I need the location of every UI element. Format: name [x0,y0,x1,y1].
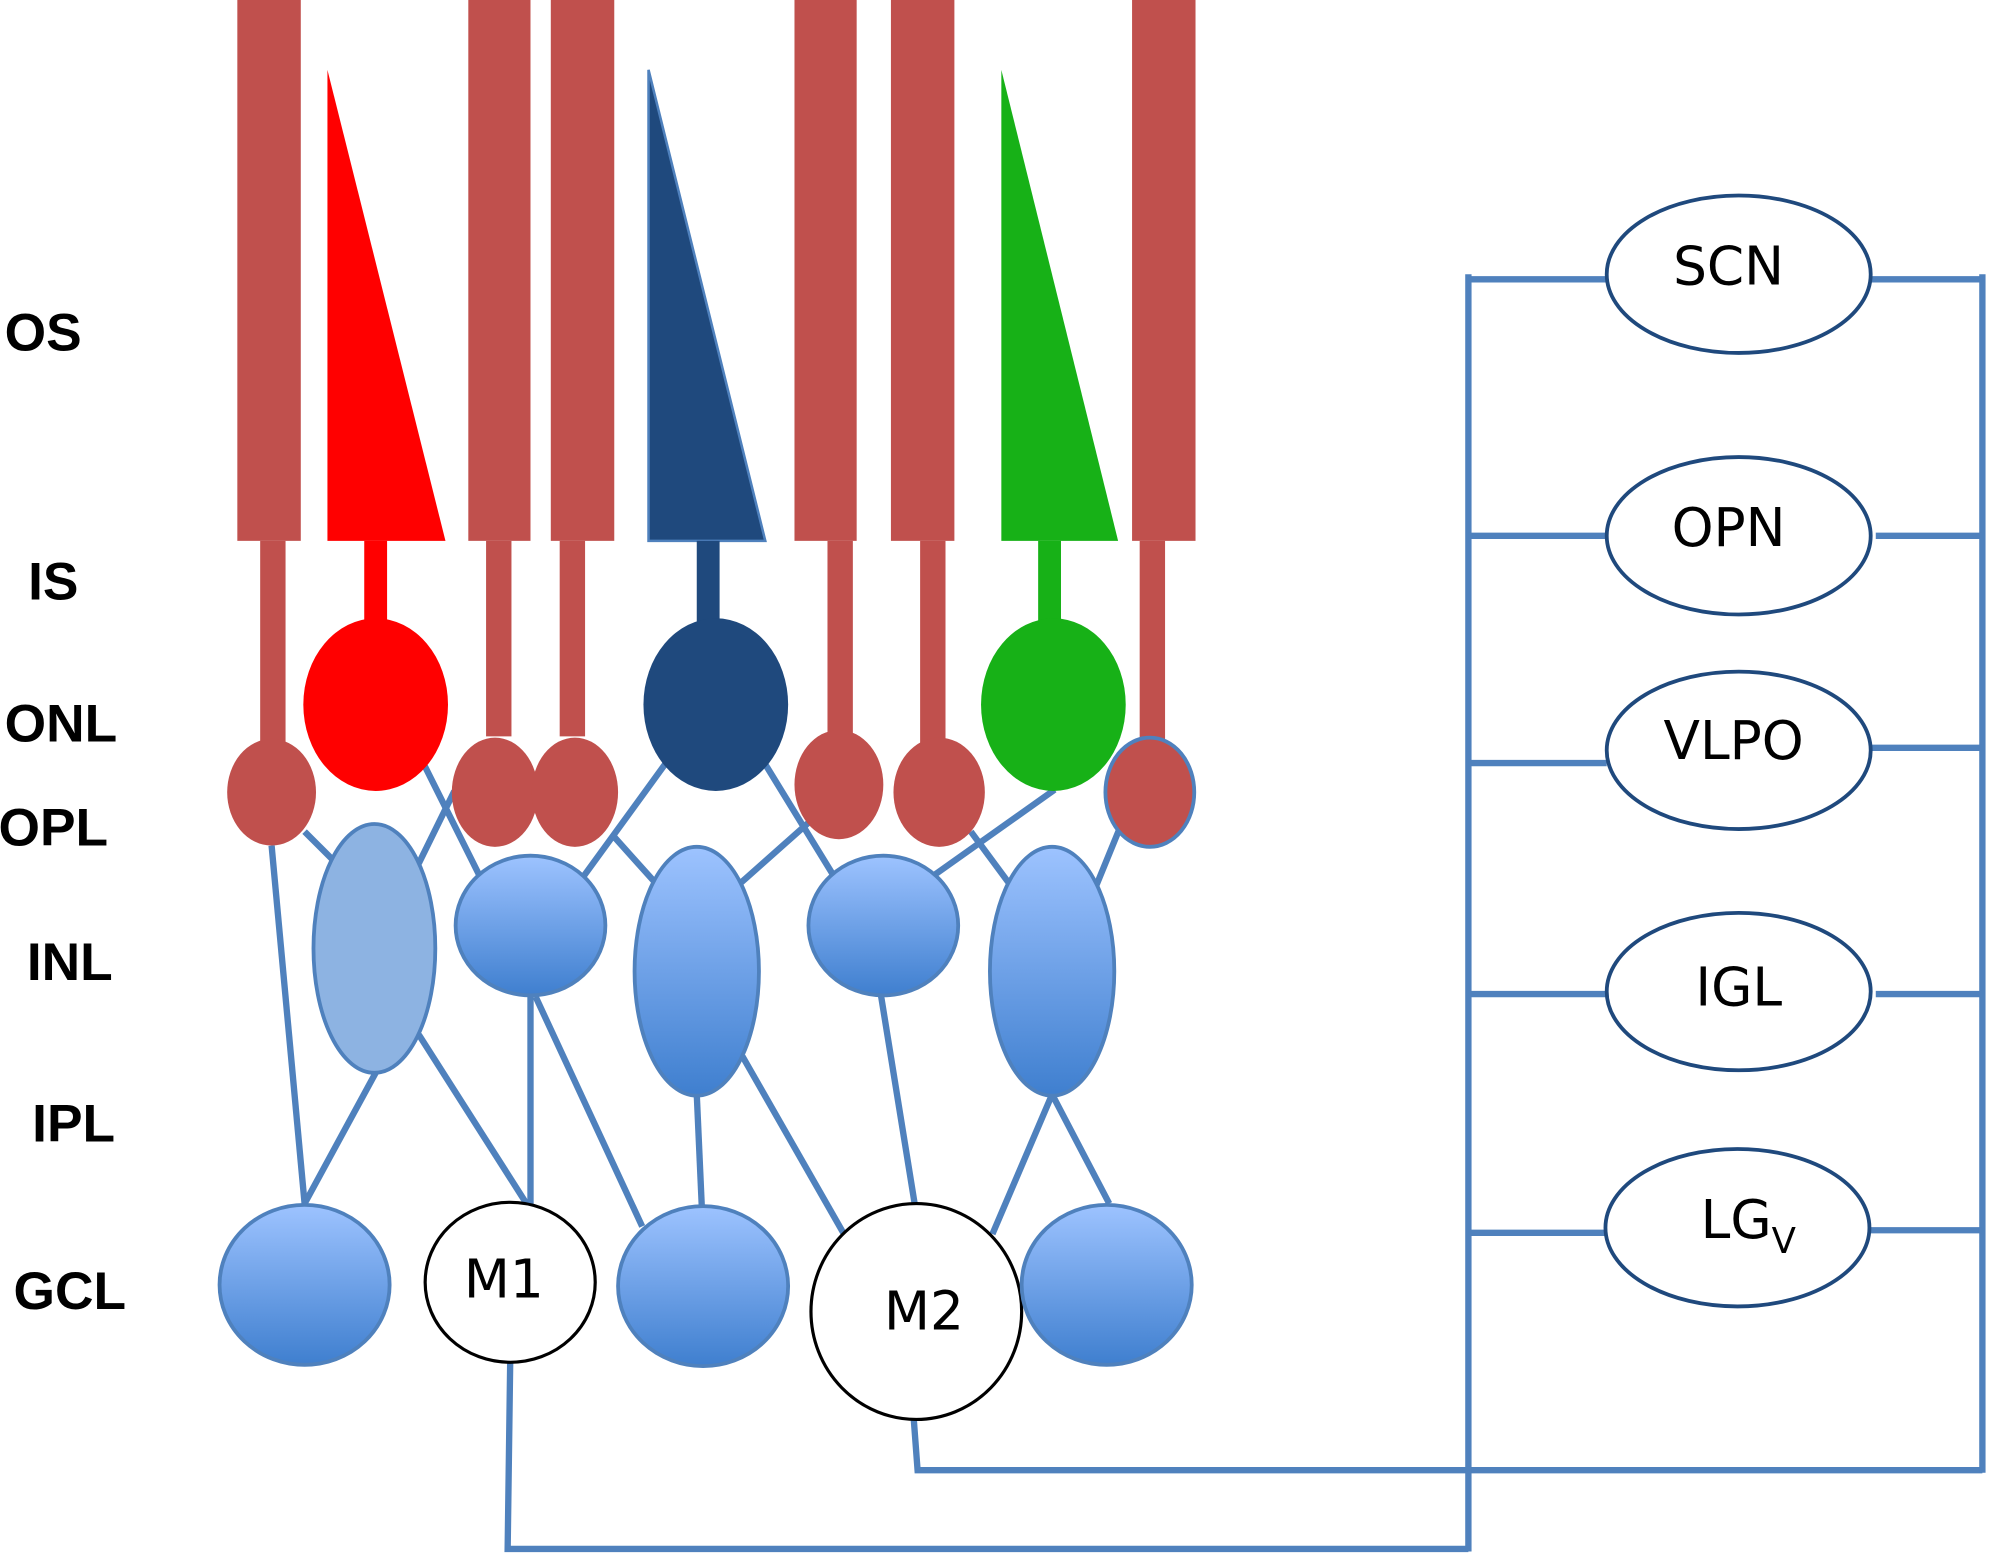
layer-labels: OS IS ONL OPL INL IPL GCL [0,303,126,1321]
rod-2 [451,0,539,847]
ganglion-cell [1019,1202,1194,1367]
rod-photoreceptors [227,0,1197,849]
synaptic-connections [268,274,1986,1553]
layer-label-opl: OPL [0,799,108,858]
ganglion-cell [217,1202,392,1367]
bipolar-cell [806,853,961,998]
m2-iprgc [809,1202,1024,1422]
bipolar-cell [632,844,761,1098]
rod-3 [531,0,619,847]
layer-label-os: OS [5,303,82,362]
layer-label-gcl: GCL [14,1262,126,1321]
target-vlpo [1604,669,1873,831]
target-scn [1604,193,1873,355]
cone-photoreceptors [303,69,1126,791]
target-igl [1604,910,1873,1073]
bipolar-cells [311,822,1117,1098]
target-label-opn: OPN [1672,497,1786,559]
target-label-lgv: LGV [1701,1189,1797,1262]
ganglion-cell [616,1204,791,1369]
m1-label: M1 [464,1249,544,1311]
rod-6 [1103,0,1197,849]
blue-cone [643,69,789,791]
target-label-scn: SCN [1673,235,1784,297]
m1-iprgc [423,1200,597,1364]
layer-label-inl: INL [27,933,113,992]
m2-label: M2 [884,1280,964,1342]
layer-label-ipl: IPL [32,1094,115,1153]
target-lgv [1603,1147,1872,1309]
ganglion-cells: M1 M2 [217,1200,1194,1422]
brain-targets: SCN OPN VLPO IGL LGV [1603,193,1873,1309]
rod-1 [227,0,317,846]
rod-bipolar-cell [311,822,438,1075]
target-opn [1604,455,1873,617]
bipolar-cell [453,853,608,998]
layer-label-onl: ONL [5,694,117,753]
rod-5 [890,0,985,847]
target-label-igl: IGL [1695,957,1782,1019]
green-cone [981,69,1126,791]
layer-label-is: IS [28,552,78,611]
red-cone [303,69,449,791]
bipolar-cell [988,844,1117,1098]
target-label-vlpo: VLPO [1664,710,1804,772]
rod-4 [794,0,884,840]
